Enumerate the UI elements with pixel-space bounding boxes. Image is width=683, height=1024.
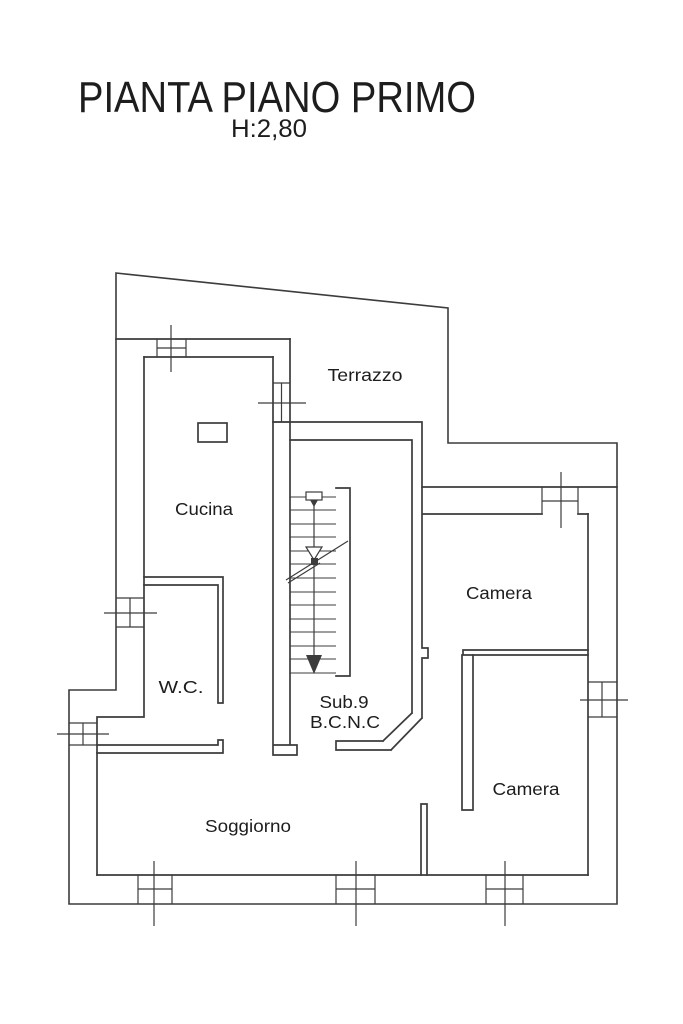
window-symbol-south-2	[335, 861, 376, 926]
window-symbol-camera-north	[541, 472, 579, 528]
stair-stringer-wall	[335, 487, 351, 677]
room-label-camera-upper: Camera	[466, 583, 532, 603]
door-jamb-stub	[420, 803, 428, 876]
camera-divider-wall	[462, 649, 589, 656]
stair-treads	[290, 496, 336, 674]
window-symbol-south-3	[485, 861, 524, 926]
window-symbol-east	[580, 681, 628, 718]
room-label-bcnc: B.C.N.C	[310, 712, 380, 732]
room-label-wc: W.C.	[159, 677, 204, 697]
window-symbol-cucina-east	[258, 382, 306, 423]
east-wing-north-wall	[421, 486, 618, 515]
room-label-camera-lower: Camera	[493, 779, 560, 799]
stair-direction-arrow-icon	[285, 491, 349, 674]
room-label-cucina: Cucina	[175, 499, 233, 519]
central-wall	[272, 338, 298, 756]
camera-lower-west-wall	[461, 654, 474, 811]
window-symbol-west-lower	[57, 722, 109, 746]
room-label-sub9: Sub.9	[320, 692, 369, 712]
wc-walls	[96, 576, 224, 754]
room-label-soggiorno: Soggiorno	[205, 816, 291, 836]
outer-boundary	[68, 272, 618, 905]
flue-box	[197, 422, 228, 443]
plan-title: PIANTA PIANO PRIMO	[78, 73, 476, 122]
cucina-north-wall	[115, 338, 291, 358]
west-wall	[96, 356, 145, 876]
window-symbol-south-1	[137, 861, 173, 926]
window-symbol-west-upper	[104, 597, 157, 628]
window-symbol-cucina-north	[156, 325, 187, 372]
plan-height-subtitle: H:2,80	[231, 115, 307, 143]
stairwell-enclosure	[272, 421, 429, 752]
room-label-terrazzo: Terrazzo	[328, 365, 403, 385]
